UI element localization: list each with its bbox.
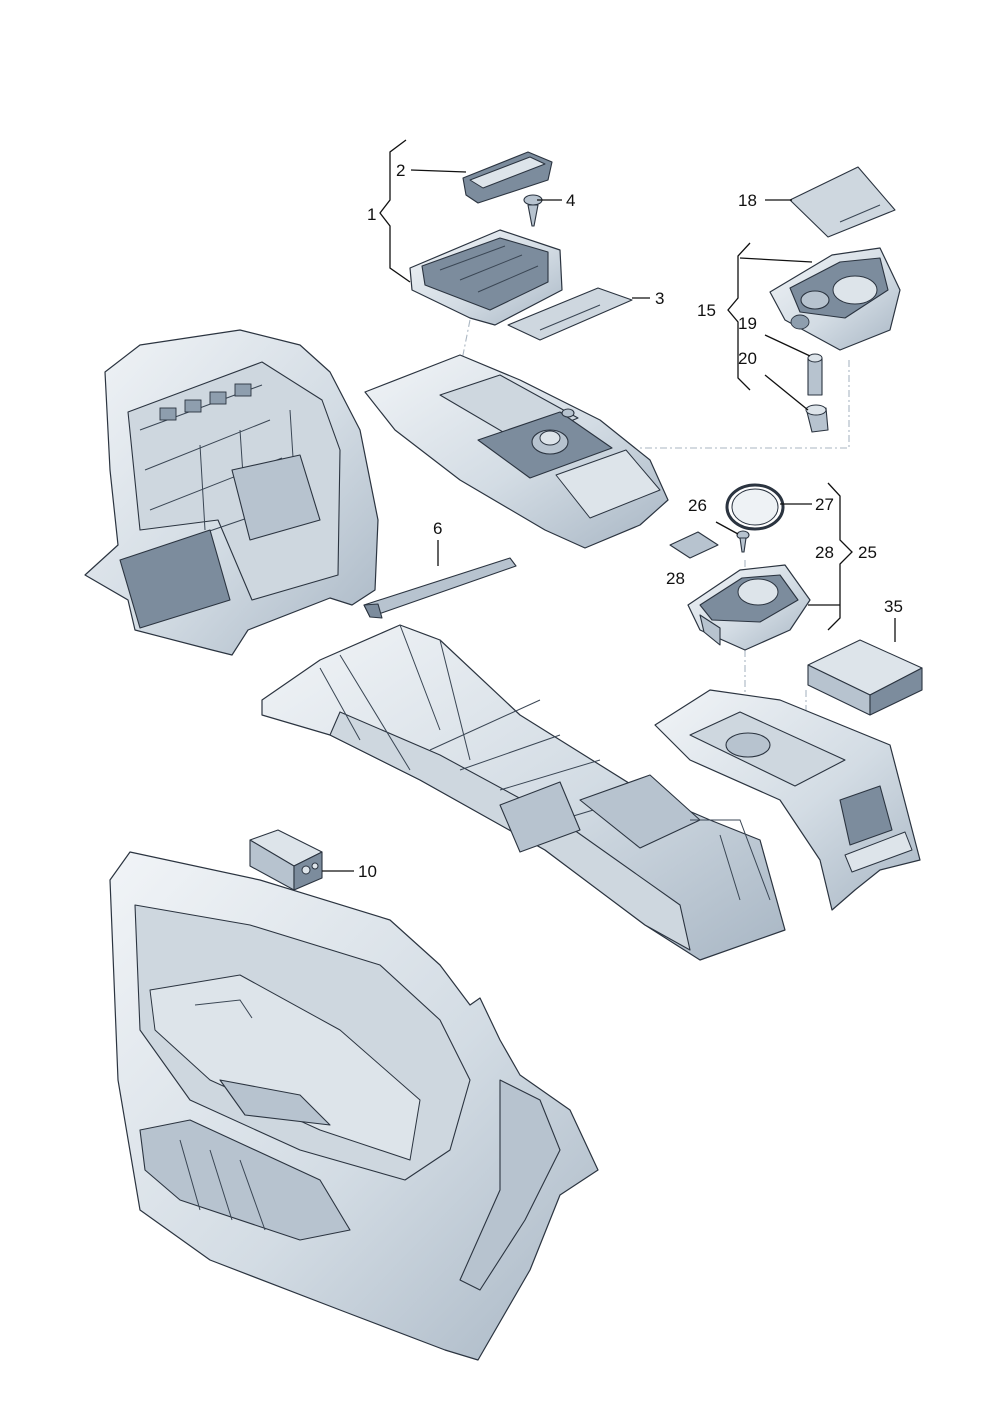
ring-part-27 (725, 483, 785, 531)
box-module-part-35 (807, 639, 923, 716)
cover-plate-part-3 (507, 287, 633, 341)
callout-25: 25 (858, 543, 877, 562)
callout-18: 18 (738, 191, 757, 210)
socket-parts-19-20 (805, 353, 829, 433)
screw-part-26 (736, 530, 750, 553)
callout-20: 20 (738, 349, 757, 368)
callout-35: 35 (884, 597, 903, 616)
door-panel-part (109, 851, 599, 1361)
callout-26: 26 (688, 496, 707, 515)
lid-part-18 (789, 166, 896, 238)
callout-1: 1 (367, 205, 376, 224)
console-frame-part (261, 624, 786, 961)
callout-19: 19 (738, 314, 757, 333)
dashboard-frame-part (84, 329, 379, 656)
callout-4: 4 (566, 191, 575, 210)
housing-part-1 (409, 229, 563, 326)
leader-lines (322, 139, 896, 872)
pad-part-28 (669, 531, 719, 559)
callout-3: 3 (655, 289, 664, 308)
callout-2: 2 (396, 161, 405, 180)
callout-labels: 1 2 3 4 6 10 15 18 19 20 25 26 27 28 28 … (358, 161, 903, 881)
callout-28-cupholder: 28 (815, 543, 834, 562)
screw-part-4 (523, 194, 543, 227)
rear-cupholder-part-25 (687, 564, 811, 651)
callout-28-pad: 28 (666, 569, 685, 588)
console-cover-part (364, 354, 669, 549)
callout-15: 15 (697, 301, 716, 320)
callout-6: 6 (433, 519, 442, 538)
trim-strip-part-6 (363, 557, 517, 619)
switch-module-part-10 (249, 829, 323, 891)
cupholder-assembly-part-15 (769, 247, 901, 351)
callout-10: 10 (358, 862, 377, 881)
rear-console-cover-part (654, 689, 921, 911)
callout-27: 27 (815, 495, 834, 514)
tray-part-2 (462, 151, 553, 204)
